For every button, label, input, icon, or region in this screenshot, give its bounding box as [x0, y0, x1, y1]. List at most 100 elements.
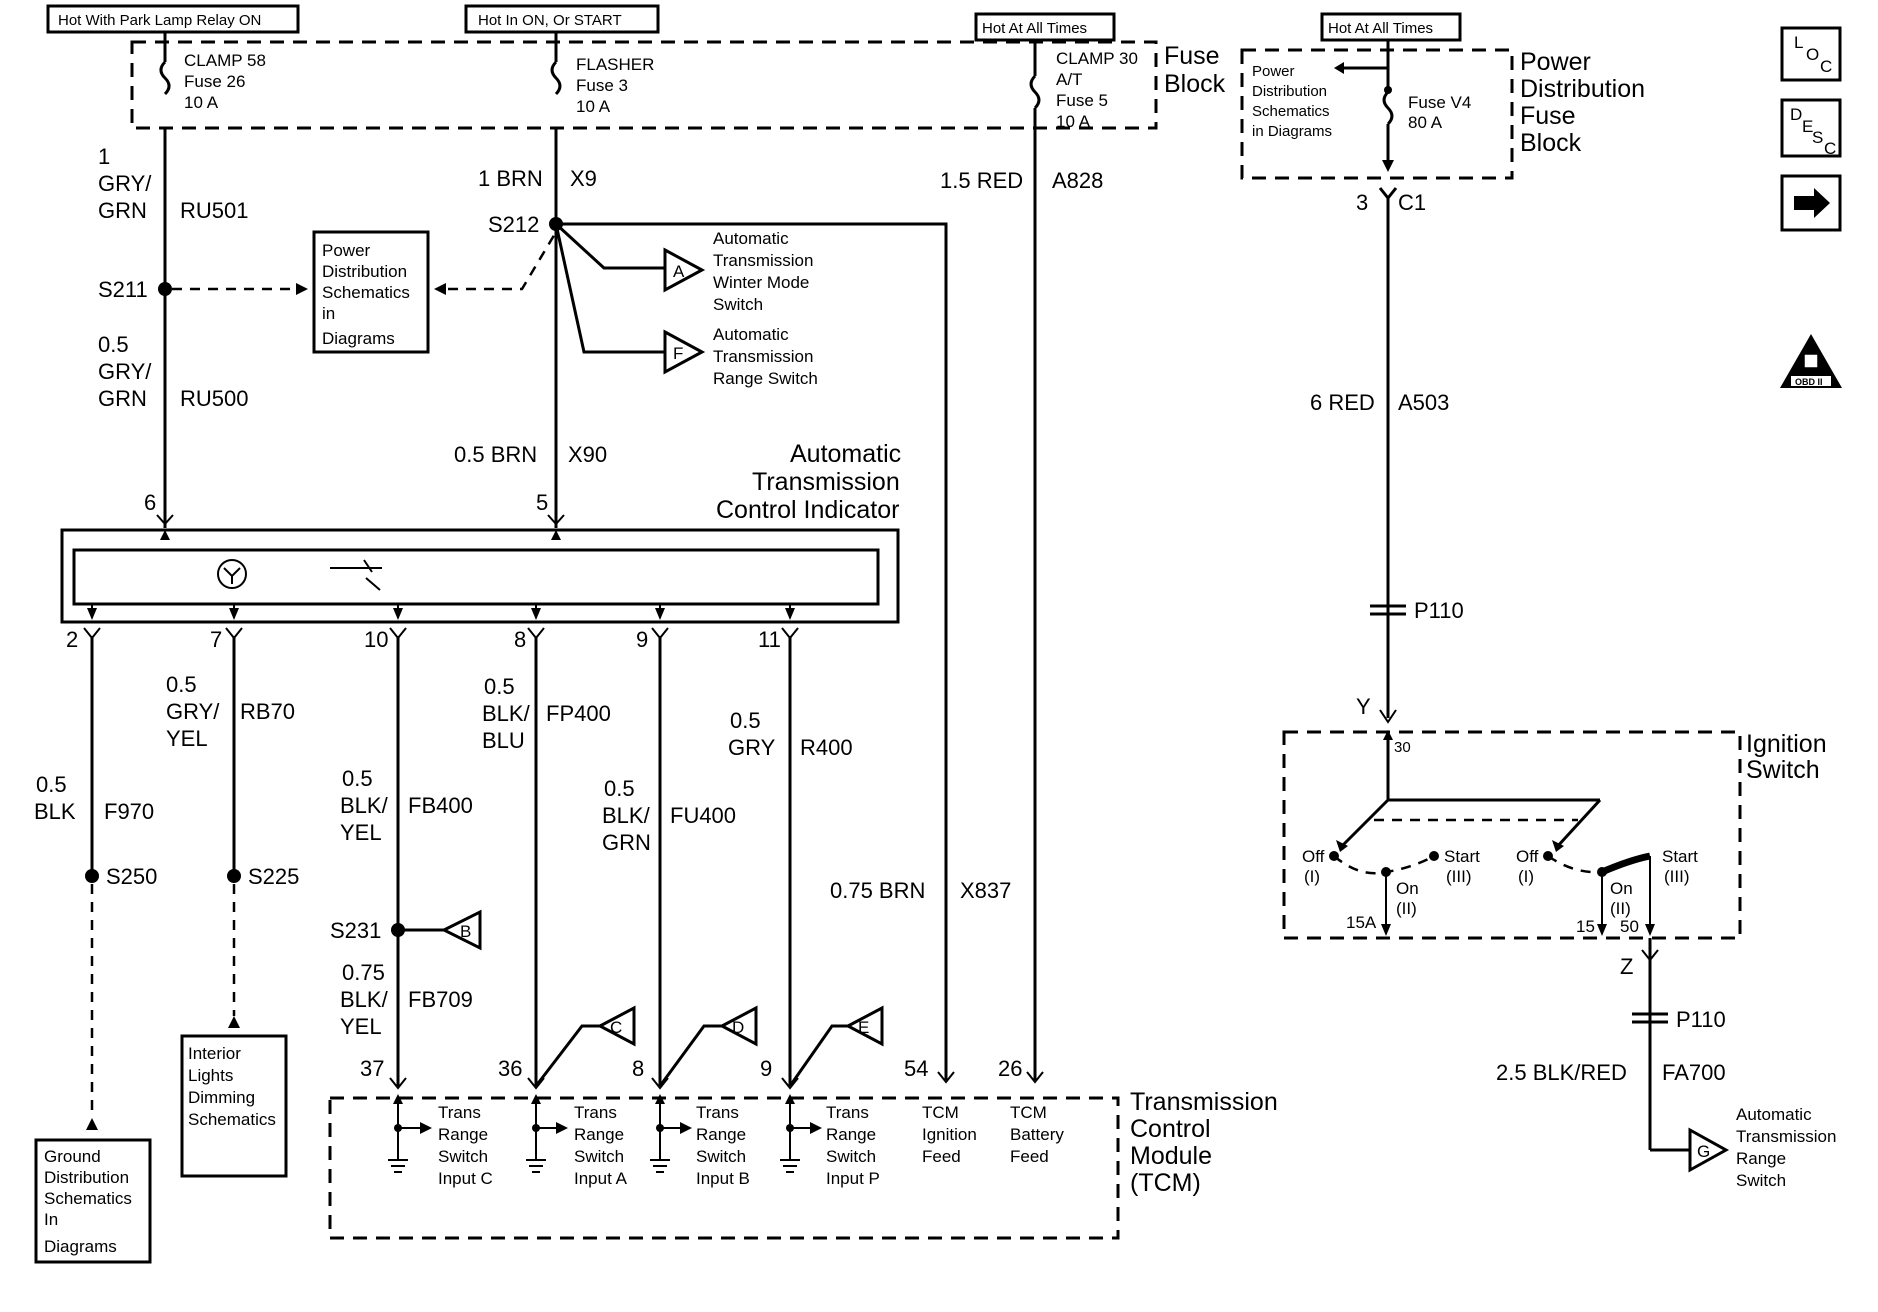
pds-ref-box [312, 230, 430, 354]
interior-ref-1: Interior [188, 1044, 241, 1063]
pdfb-label-1: Power [1520, 48, 1591, 76]
fuse-5-l4: 10 A [1056, 112, 1091, 131]
loc-button[interactable]: L O C [1780, 26, 1842, 82]
desc-button[interactable]: D E S C [1780, 98, 1842, 158]
offpage-a-letter: A [673, 262, 685, 281]
offpage-g-l1: Automatic [1736, 1105, 1812, 1124]
fuse-3-l2: Fuse 3 [576, 76, 628, 95]
wire-fb709-color-2: YEL [340, 1014, 382, 1039]
wire-fp400-color-1: BLK/ [482, 701, 531, 726]
offpage-d-letter: D [732, 1018, 744, 1037]
tcm-in-b-2: Range [696, 1125, 746, 1144]
desc-letter-s: S [1812, 128, 1823, 147]
tcm-ign-1: TCM [922, 1103, 959, 1122]
tcm-in-p-4: Input P [826, 1169, 880, 1188]
ign-start-n-1: (III) [1446, 867, 1472, 886]
wire-a503-circuit: A503 [1398, 390, 1449, 415]
indicator-bulb-icon [217, 559, 247, 589]
tcm-pin-9: 9 [760, 1056, 772, 1081]
fuse-block-label-1: Fuse [1164, 42, 1220, 70]
wire-f970-circuit: F970 [104, 799, 154, 824]
tcm-pin-54: 54 [904, 1056, 928, 1081]
ground-ref-box [34, 1138, 152, 1264]
indicator-pin-9: 9 [636, 627, 648, 652]
wire-x90-circuit: X90 [568, 442, 607, 467]
pds-ref-line-5: Diagrams [322, 329, 395, 348]
wire-x9-circuit: X9 [570, 166, 597, 191]
indicator-label-1: Automatic [790, 440, 901, 468]
pdfb-ref-1: Power [1252, 63, 1295, 80]
tcm-in-a-2: Range [574, 1125, 624, 1144]
ign-start-n-2: (III) [1664, 867, 1690, 886]
inline-connector-bottom-icon [1632, 1012, 1668, 1024]
wire-fa700-circuit: FA700 [1662, 1060, 1726, 1085]
fuse-v4-icon [1382, 90, 1394, 126]
interior-ref-3: Dimming [188, 1088, 255, 1107]
offpage-c-letter: C [610, 1018, 622, 1037]
splice-s211-dot [158, 282, 172, 296]
ign-off-n-2: (I) [1518, 867, 1534, 886]
tcm-ign-3: Feed [922, 1147, 961, 1166]
wire-fb400-color-1: BLK/ [340, 793, 389, 818]
fuse-3-l1: FLASHER [576, 55, 654, 74]
offpage-f-l1: Automatic [713, 325, 789, 344]
offpage-f-letter: F [673, 344, 683, 363]
p110-bottom-label: P110 [1676, 1007, 1726, 1032]
pdfb-conn-name: C1 [1398, 190, 1426, 215]
desc-letter-c: C [1824, 139, 1836, 158]
ign-off-l-1: Off [1302, 847, 1325, 866]
tcm-label-4: (TCM) [1130, 1169, 1201, 1197]
wire-fa700-label: 2.5 BLK/RED [1496, 1060, 1627, 1085]
wire-x837-circuit: X837 [960, 878, 1011, 903]
tcm-in-b-4: Input B [696, 1169, 750, 1188]
offpage-g-l3: Range [1736, 1149, 1786, 1168]
wire-rb70-color-1: GRY/ [166, 699, 220, 724]
ign-term-30: 30 [1394, 739, 1411, 756]
wire-fb709-color-1: BLK/ [340, 987, 389, 1012]
offpage-c [596, 1005, 636, 1047]
pds-ref-line-4: in [322, 304, 335, 323]
loc-letter-o: O [1806, 45, 1819, 64]
offpage-g-l4: Switch [1736, 1171, 1786, 1190]
obd-ii-label: OBD II [1795, 377, 1823, 387]
interior-ref-box [180, 1034, 288, 1178]
hot-label-always-2: Hot At All Times [1328, 20, 1433, 37]
fuse-block-label-2: Block [1164, 70, 1226, 98]
tcm-in-b-3: Switch [696, 1147, 746, 1166]
wire-ru500-size: 0.5 [98, 332, 129, 357]
wire-ru500-circuit: RU500 [180, 386, 248, 411]
fuse-26-l2: Fuse 26 [184, 72, 245, 91]
tcm-input-c-circuit [388, 1094, 432, 1173]
tcm-input-a-circuit [526, 1094, 568, 1173]
arrow-right-icon [1794, 188, 1830, 218]
wire-ru500-color-2: GRN [98, 386, 147, 411]
offpage-d [718, 1005, 758, 1047]
wire-f970-color: BLK [34, 799, 76, 824]
tcm-label-2: Control [1130, 1115, 1211, 1143]
wire-rb70-size: 0.5 [166, 672, 197, 697]
wire-ru501-color-1: GRY/ [98, 171, 152, 196]
offpage-b-letter: B [460, 922, 471, 941]
wire-x90-label: 0.5 BRN [454, 442, 537, 467]
tcm-in-p-1: Trans [826, 1103, 869, 1122]
fuse-v4-l1: Fuse V4 [1408, 93, 1471, 112]
next-arrow-button[interactable] [1780, 174, 1842, 232]
tcm-in-p-3: Switch [826, 1147, 876, 1166]
fuse-v4-l2: 80 A [1408, 113, 1443, 132]
wire-a828-label: 1.5 RED [940, 168, 1023, 193]
indicator-pin-7: 7 [210, 627, 222, 652]
ign-conn-y: Y [1356, 694, 1371, 719]
fuse-block-outline [130, 40, 1158, 130]
indicator-pin-11: 11 [758, 627, 781, 652]
hot-label-always-2-box [1320, 12, 1462, 42]
wire-x9-label: 1 BRN [478, 166, 543, 191]
tcm-bat-3: Feed [1010, 1147, 1049, 1166]
splice-s250-label: S250 [106, 864, 157, 889]
offpage-a [663, 247, 706, 293]
ground-ref-4: In [44, 1210, 58, 1229]
tcm-in-c-3: Switch [438, 1147, 488, 1166]
pds-ref-line-3: Schematics [322, 283, 410, 302]
hot-label-park-lamp-box [46, 4, 300, 34]
hot-label-park-lamp: Hot With Park Lamp Relay ON [58, 12, 261, 29]
ground-ref-3: Schematics [44, 1189, 132, 1208]
